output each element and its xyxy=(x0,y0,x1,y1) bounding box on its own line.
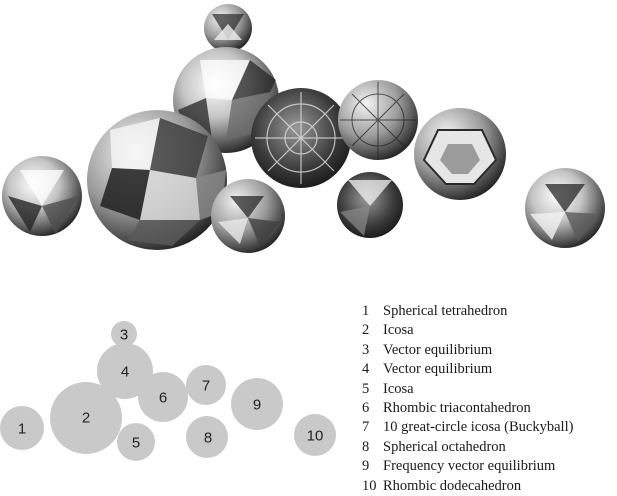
model-10-rhombic-dodecahedron xyxy=(525,168,605,248)
legend-number: 3 xyxy=(362,341,370,358)
key-number-2: 2 xyxy=(82,410,90,427)
legend-label: Rhombic dodecahedron xyxy=(383,477,522,494)
legend-label: Spherical octahedron xyxy=(383,438,506,455)
key-circle-5 xyxy=(117,423,155,461)
legend-number: 1 xyxy=(362,303,370,319)
legend-label: Icosa xyxy=(383,380,414,397)
legend-item: 1 Spherical tetrahedron xyxy=(362,302,573,321)
legend-item: 4 Vector equilibrium xyxy=(362,360,573,379)
key-number-5: 5 xyxy=(132,435,140,452)
legend-item: 9 Frequency vector equilibrium xyxy=(362,457,573,476)
legend-item: 8 Spherical octahedron xyxy=(362,438,573,457)
legend-label: Rhombic triacontahedron xyxy=(383,400,531,417)
key-circle-9 xyxy=(231,378,283,430)
legend-number: 2 xyxy=(362,322,370,339)
model-2-icosa xyxy=(87,110,227,250)
model-6-rhombic-triacontahedron xyxy=(251,88,351,188)
model-5-icosa xyxy=(211,179,285,253)
key-circle-4 xyxy=(97,343,153,399)
legend-number: 8 xyxy=(362,438,370,455)
legend-item: 7 10 great-circle icosa (Buckyball) xyxy=(362,418,573,437)
model-3-vector-equilibrium xyxy=(204,4,252,52)
legend-number: 4 xyxy=(362,361,370,378)
key-circle-1 xyxy=(0,406,44,450)
legend-label: Vector equilibrium xyxy=(383,361,493,378)
legend-item: 6 Rhombic triacontahedron xyxy=(362,399,573,418)
key-number-10: 10 xyxy=(307,428,324,445)
polyhedra-photograph xyxy=(2,4,605,253)
legend-number: 5 xyxy=(362,380,370,397)
key-number-4: 4 xyxy=(121,364,129,381)
key-number-3: 3 xyxy=(120,327,128,344)
legend-label: Icosa xyxy=(383,322,414,339)
legend-item: 2 Icosa xyxy=(362,321,573,340)
legend-item: 10 Rhombic dodecahedron xyxy=(362,477,573,496)
key-circle-8 xyxy=(186,416,228,458)
legend-label: Spherical tetrahedron xyxy=(383,303,508,319)
legend-label: Frequency vector equilibrium xyxy=(383,458,556,475)
legend-number: 7 xyxy=(362,419,370,436)
legend-label: Vector equilibrium xyxy=(383,341,493,358)
model-9-frequency-vector-equilibrium xyxy=(414,108,506,200)
legend-item: 3 Vector equilibrium xyxy=(362,341,573,360)
key-circle-2 xyxy=(50,382,122,454)
legend-number: 10 xyxy=(362,477,377,494)
key-number-7: 7 xyxy=(202,378,210,395)
key-number-8: 8 xyxy=(204,430,212,447)
key-circle-6 xyxy=(138,372,188,422)
model-8-spherical-octahedron xyxy=(337,172,403,238)
legend-item: 5 Icosa xyxy=(362,380,573,399)
legend-number: 6 xyxy=(362,400,370,417)
key-circle-3 xyxy=(111,321,137,347)
key-number-6: 6 xyxy=(159,390,167,407)
key-number-1: 1 xyxy=(18,421,26,438)
key-circle-10 xyxy=(294,414,336,456)
key-circle-7 xyxy=(186,365,226,405)
model-1-spherical-tetrahedron xyxy=(2,156,82,236)
key-diagram: 1 2 3 4 5 6 7 8 9 10 xyxy=(0,321,336,461)
legend-label: 10 great-circle icosa (Buckyball) xyxy=(383,419,574,436)
model-7-buckyball xyxy=(338,80,418,160)
legend-number: 9 xyxy=(362,458,370,475)
key-number-9: 9 xyxy=(253,397,261,414)
